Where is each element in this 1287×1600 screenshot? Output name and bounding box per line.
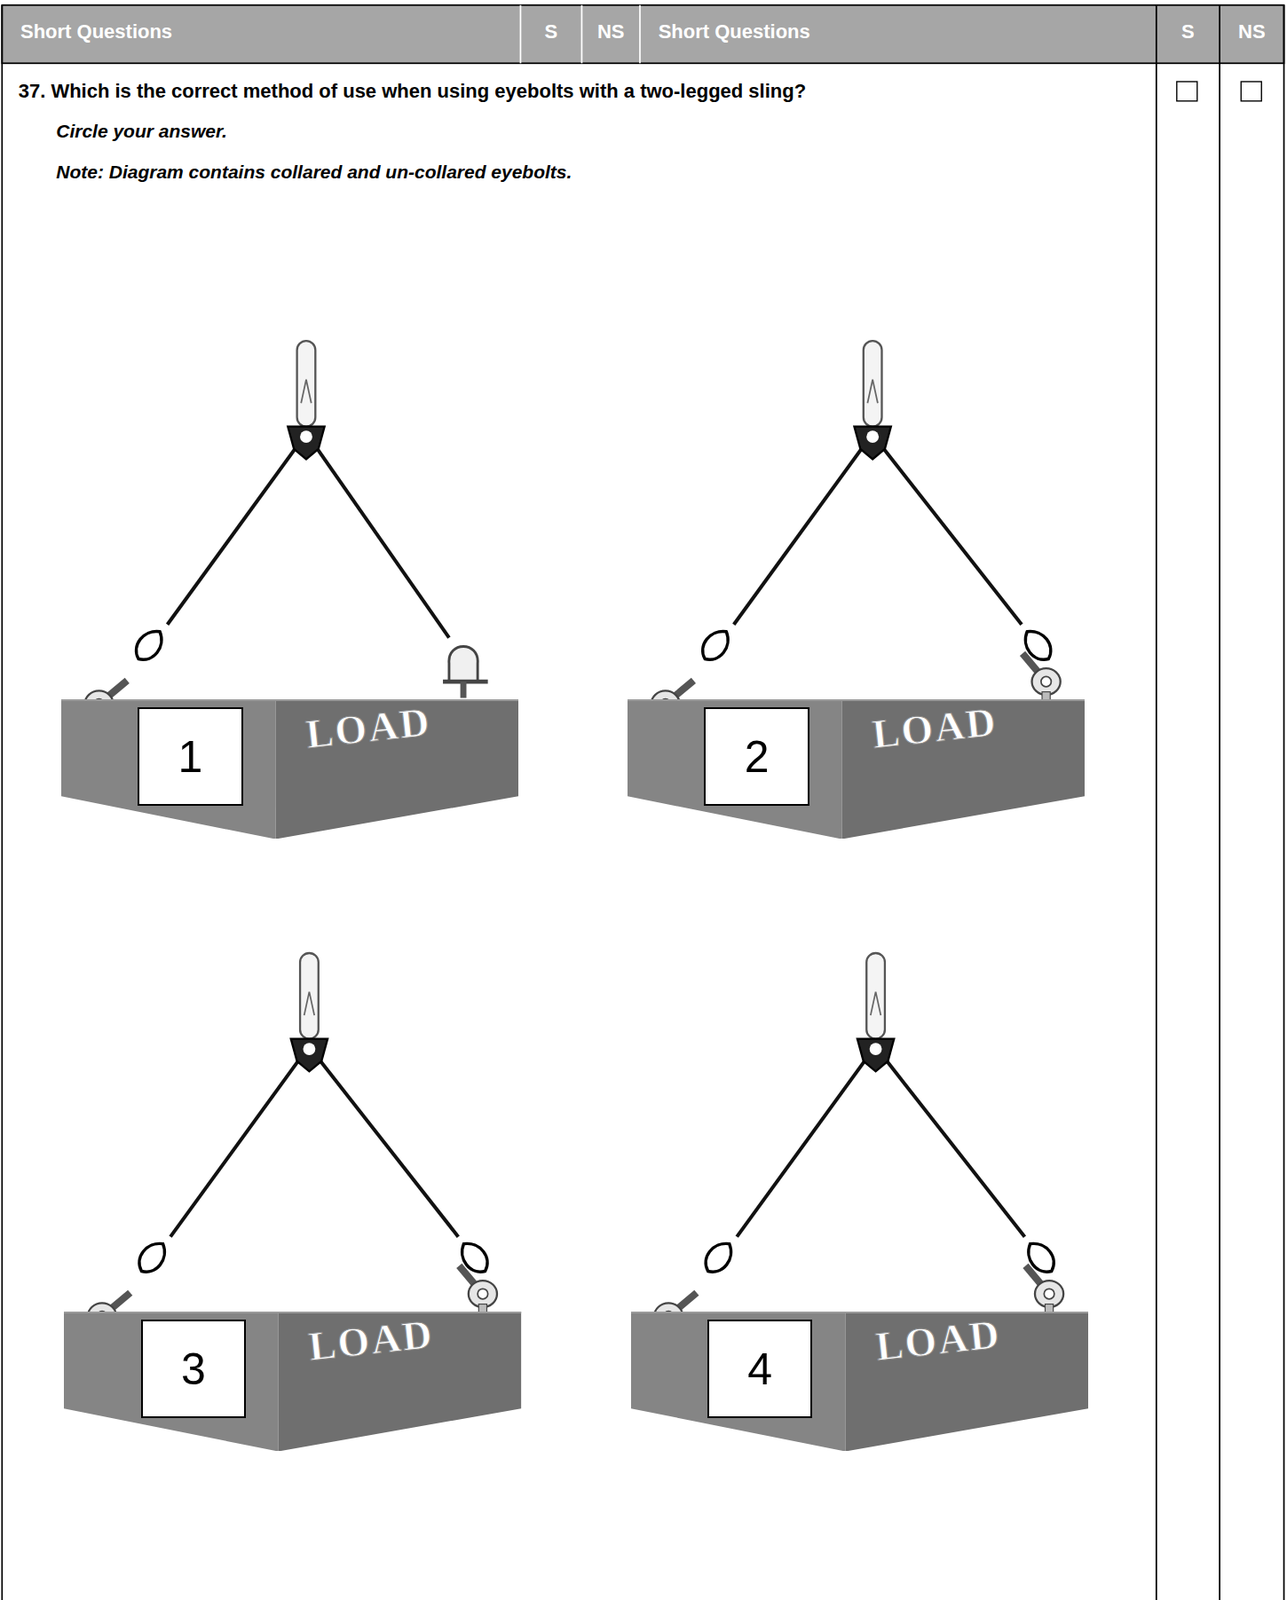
- master-link: [291, 1039, 328, 1073]
- load-block: LOAD2: [627, 699, 1085, 840]
- sling-leg: [320, 1061, 458, 1238]
- load-block: LOAD1: [61, 699, 519, 840]
- load-face: [278, 1311, 522, 1453]
- load-top-edge: [627, 699, 1085, 702]
- column-divider: [639, 5, 641, 64]
- crane-hook-link: [300, 953, 319, 1040]
- callout-number: 2: [744, 731, 770, 783]
- checkbox: [1240, 81, 1262, 102]
- callout-number: 3: [181, 1343, 206, 1396]
- eyebolt-collar: [1044, 1304, 1053, 1313]
- sling-leg: [170, 1061, 299, 1238]
- sling-assembly: [654, 953, 1064, 1335]
- header-cell: S: [1156, 20, 1220, 44]
- hook-detail: [870, 992, 881, 1016]
- load-block: LOAD3: [63, 1311, 522, 1453]
- sling-leg: [317, 449, 450, 639]
- load-face: [275, 699, 519, 840]
- eyebolt-eye: [1043, 1288, 1054, 1299]
- sling-leg: [734, 449, 862, 625]
- master-link-eye: [869, 1042, 883, 1056]
- callout-number: 1: [178, 731, 204, 783]
- header-band: [1, 5, 1284, 64]
- callout-number-box: 1: [137, 707, 243, 807]
- load-face: [842, 699, 1086, 840]
- sling-thimble: [696, 624, 735, 666]
- hook-detail: [304, 992, 315, 1016]
- eyebolt-eye: [1041, 676, 1051, 687]
- load-outline: [627, 699, 1085, 840]
- hook-detail: [300, 379, 311, 403]
- load-face: [631, 1311, 845, 1453]
- instruction-note: Circle your answer.: [55, 120, 228, 143]
- column-line: [1155, 5, 1158, 1600]
- sling-thimble: [133, 1237, 172, 1279]
- callout-number-box: 3: [141, 1319, 246, 1420]
- checkbox: [1176, 81, 1198, 102]
- load-top-edge: [63, 1311, 522, 1314]
- load-block: LOAD4: [631, 1311, 1089, 1453]
- sling-leg: [884, 449, 1022, 625]
- eyebolt-collar: [478, 1304, 487, 1313]
- sling-leg: [167, 449, 296, 625]
- sling-assembly: [84, 340, 488, 723]
- header-cell: NS: [581, 20, 640, 44]
- question-text: 37. Which is the correct method of use w…: [18, 79, 806, 103]
- column-divider: [520, 5, 522, 64]
- instruction-note: Note: Diagram contains collared and un-c…: [55, 161, 572, 183]
- border-line: [1283, 5, 1286, 1600]
- eyebolt-collar: [1042, 692, 1051, 701]
- eyebolt-ring: [1032, 668, 1061, 695]
- header-cell: Short Questions: [658, 20, 811, 44]
- load-face: [61, 699, 276, 840]
- load-face: [627, 699, 842, 840]
- load-top-edge: [61, 699, 519, 702]
- eyebolt-ring: [468, 1280, 498, 1308]
- master-link-eye: [303, 1042, 316, 1056]
- crane-hook-link: [297, 340, 316, 427]
- load-outline: [61, 699, 519, 840]
- sling-leg: [886, 1061, 1025, 1238]
- load-top-edge: [631, 1311, 1089, 1314]
- load-face: [63, 1311, 278, 1453]
- hook-detail: [867, 379, 877, 403]
- header-cell: Short Questions: [20, 20, 173, 44]
- master-link: [857, 1039, 894, 1073]
- sling-leg: [736, 1061, 865, 1238]
- crane-hook-link: [866, 953, 885, 1040]
- eyebolt-eye: [477, 1288, 488, 1299]
- sling-assembly: [651, 340, 1061, 723]
- crane-hook-link: [863, 340, 883, 427]
- eyebolt-shank: [460, 681, 467, 698]
- column-line: [1218, 5, 1221, 1600]
- master-link-eye: [300, 430, 313, 443]
- sling-thimble: [130, 624, 169, 666]
- sling-assembly: [87, 953, 498, 1335]
- load-outline: [63, 1311, 522, 1453]
- border-line: [0, 5, 3, 1600]
- callout-number-box: 2: [703, 707, 809, 807]
- sling-thimble: [699, 1237, 738, 1279]
- header-cell: S: [520, 20, 582, 44]
- shackle: [449, 646, 478, 682]
- load-face: [844, 1311, 1089, 1453]
- callout-number-box: 4: [707, 1319, 813, 1420]
- master-link-eye: [866, 430, 879, 443]
- master-link: [853, 426, 891, 460]
- master-link: [287, 426, 324, 460]
- column-divider: [581, 5, 584, 64]
- load-outline: [631, 1311, 1089, 1453]
- header-cell: NS: [1219, 20, 1284, 44]
- callout-number: 4: [747, 1343, 773, 1396]
- eyebolt-ring: [1034, 1280, 1064, 1308]
